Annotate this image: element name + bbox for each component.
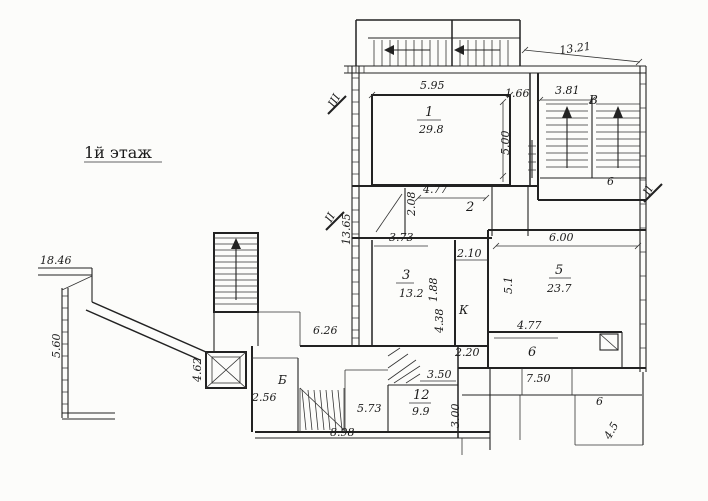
dimension-line-13-21 (521, 46, 643, 66)
dim-label: 5.60 (50, 334, 63, 359)
elevator-shaft (205, 351, 247, 389)
hatch-strip (387, 347, 421, 384)
room-area-label: 13.2 (399, 287, 424, 300)
floor-title: 1й этаж (84, 143, 152, 162)
section-marker-strokes (325, 95, 663, 231)
dim-label: 6 (596, 395, 603, 408)
lower-right-area (461, 368, 643, 455)
door-swing (375, 193, 403, 233)
rooms-3-5-area (352, 229, 646, 368)
dim-label: 3.00 (449, 404, 462, 429)
dim-label: 1.88 (427, 278, 440, 303)
dim-label: 2.56 (251, 391, 277, 404)
dim-label: 5.00 (499, 131, 512, 156)
dim-label: 2.10 (456, 247, 482, 260)
dim-label: 4.77 (422, 183, 448, 196)
section-marker-label: III (325, 91, 344, 110)
dim-label: 3.81 (555, 84, 580, 97)
room-area-label: 29.8 (418, 123, 444, 136)
stair-up-arrow (562, 106, 572, 118)
dim-label: 13.65 (340, 214, 353, 246)
room-letter-label: К (458, 303, 469, 317)
section-marker-label: II (640, 183, 656, 198)
dim-label: 3.50 (427, 368, 452, 381)
dim-label: 6 (607, 175, 614, 188)
top-staircase (355, 19, 521, 66)
dim-label: 6.26 (313, 324, 338, 337)
shaft-box (599, 333, 619, 351)
dim-label: 3.73 (389, 231, 414, 244)
room-number-label: 2 (465, 200, 474, 215)
dim-label: 5.1 (502, 277, 515, 295)
diagonal-wall (85, 301, 207, 361)
lower-center-area (251, 345, 646, 439)
left-staircase (213, 232, 301, 352)
dim-label: 5.73 (357, 402, 382, 415)
room-area-label: 23.7 (546, 282, 572, 295)
dim-label: 6.00 (549, 231, 574, 244)
dim-label: 7.50 (526, 372, 551, 385)
room-number-label: 5 (555, 263, 563, 278)
stair-up-arrow (231, 238, 241, 249)
section-marker-label: II (322, 210, 338, 225)
room-2-area (352, 185, 538, 236)
room-number-label: 12 (413, 388, 430, 403)
outer-walls (344, 65, 647, 445)
underlines (84, 119, 571, 404)
dim-label: 4.5 (601, 420, 622, 443)
room-number-label: 1 (425, 105, 433, 120)
room-area-label: 9.9 (412, 405, 430, 418)
stairwell-v (528, 73, 646, 201)
room-letter-label: Б (277, 373, 287, 387)
dim-label: 2.08 (405, 192, 418, 218)
room-number-label: 3 (402, 268, 410, 283)
dim-label: 4.77 (516, 319, 542, 332)
dim-label: 4.38 (433, 309, 446, 335)
diagonal-stairs (299, 387, 345, 432)
room-letter-label: В (588, 93, 598, 107)
left-wing (38, 267, 207, 420)
dim-label: 18.46 (40, 254, 72, 267)
stair-up-arrow (613, 106, 623, 118)
room-number-label: 6 (528, 345, 536, 360)
dim-label: 5.95 (420, 79, 445, 92)
dim-label: 4.62 (191, 358, 204, 384)
stair-direction-arrow (454, 45, 464, 55)
ladder-marks (528, 145, 536, 171)
dim-label: 2.20 (454, 346, 480, 359)
dim-label: 1.66 (505, 87, 530, 100)
dim-label: 13.21 (559, 40, 592, 57)
dim-label: 8.98 (330, 426, 355, 439)
stair-direction-arrow (384, 45, 394, 55)
labels: 13.21 5.95 1.66 3.81 В III 1 29.8 5.00 1… (40, 40, 656, 443)
